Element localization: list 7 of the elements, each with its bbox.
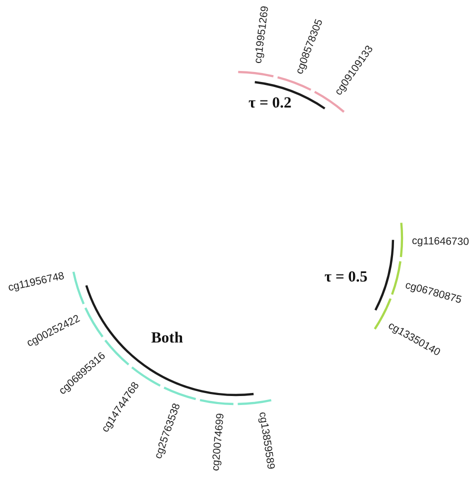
probe-label: cg20074699 — [210, 412, 227, 472]
probe-label: cg11646730 — [412, 235, 470, 248]
threshold-label: τ = 0.2 — [248, 94, 292, 112]
probe-label: cg19951269 — [252, 5, 272, 64]
probe-label: cg13859589 — [256, 411, 277, 470]
threshold-label: τ = 0.5 — [324, 268, 368, 286]
group-label: Both — [151, 329, 183, 347]
